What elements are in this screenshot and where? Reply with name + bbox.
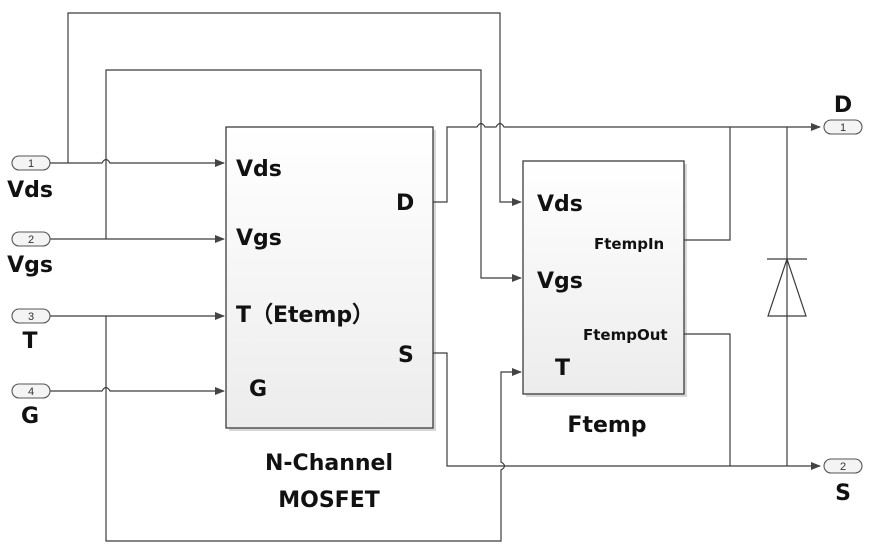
wire-s-to-output [433,352,821,470]
input-port-2-label: Vgs [7,253,53,278]
ftemp-block-body [522,160,685,395]
output-port-2[interactable]: 2 [823,458,863,474]
input-port-4-label: G [21,404,39,429]
mosfet-output-s: S [398,343,414,368]
mosfet-input-g: G [249,377,267,402]
ftemp-block[interactable]: Vds Vgs T FtempIn FtempOut [522,160,687,397]
wire-vds-to-mosfet [50,158,225,167]
port-number: 2 [28,234,34,246]
ftemp-input-vgs: Vgs [537,269,583,294]
port-oval [823,458,863,474]
input-port-1[interactable]: 1 [11,155,51,171]
mosfet-block[interactable]: Vds Vgs T（Etemp） G D S [225,126,436,431]
input-port-3[interactable]: 3 [11,308,51,324]
diode [767,127,807,466]
wire-ftempin-to-d [684,127,731,241]
input-port-2[interactable]: 2 [11,231,51,247]
output-port-2-label: S [835,481,851,506]
mosfet-block-body [225,126,434,429]
port-oval [11,231,51,247]
port-oval [823,119,863,135]
mosfet-output-d: D [396,191,414,216]
mosfet-input-vgs: Vgs [236,226,282,251]
wire-ftempout-to-s [684,333,731,466]
mosfet-input-vds: Vds [236,157,282,182]
wire-vds-to-ftemp [67,12,522,206]
wire-g-to-mosfet [50,386,225,395]
port-number: 4 [28,386,34,398]
port-oval [11,308,51,324]
diode-triangle [767,257,807,317]
mosfet-caption-line1: N-Channel [265,451,393,476]
port-number: 1 [28,158,34,170]
wire-vgs-to-ftemp [105,69,522,282]
wire-d-to-output [433,122,821,203]
mosfet-input-t-etemp: T（Etemp） [236,303,374,328]
input-port-4[interactable]: 4 [11,383,51,399]
input-port-3-label: T [22,329,37,354]
ftemp-output-ftempin: FtempIn [594,235,664,253]
output-port-1-label: D [834,93,852,118]
ftemp-caption: Ftemp [567,413,646,438]
ftemp-input-t: T [555,356,570,381]
port-number: 3 [28,311,34,323]
port-oval [11,155,51,171]
port-number: 2 [840,461,846,473]
port-number: 1 [840,122,846,134]
ftemp-output-ftempout: FtempOut [583,326,668,344]
port-oval [11,383,51,399]
mosfet-caption-line2: MOSFET [278,488,380,513]
input-port-1-label: Vds [7,178,53,203]
ftemp-input-vds: Vds [537,192,583,217]
output-port-1[interactable]: 1 [823,119,863,135]
